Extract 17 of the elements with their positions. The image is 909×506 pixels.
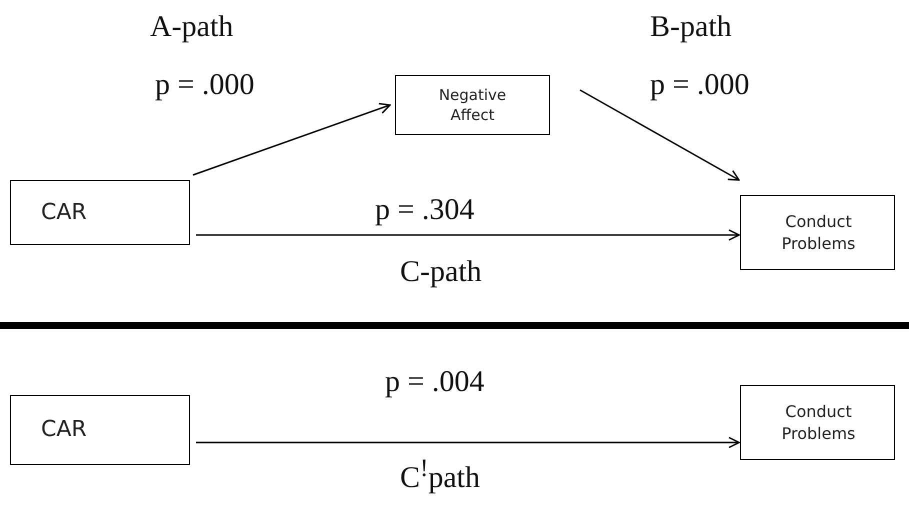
variable-box: Conduct Problems [740,385,895,460]
path-label: C-path [400,255,482,289]
path-label: p = .004 [385,365,484,399]
path-label: C$^{!}$path [400,455,480,495]
variable-box: CAR [10,395,190,465]
arrow [192,102,391,176]
variable-box: Conduct Problems [740,195,895,270]
path-label: p = .000 [155,68,254,102]
arrow [580,89,740,181]
variable-box: Negative Affect [395,75,550,135]
arrow [196,436,740,448]
path-label: B-path [650,10,732,44]
arrow [196,229,740,241]
path-label: A-path [150,10,234,44]
path-label: p = .304 [375,193,474,227]
variable-box: CAR [10,180,190,245]
path-label: p = .000 [650,68,750,102]
